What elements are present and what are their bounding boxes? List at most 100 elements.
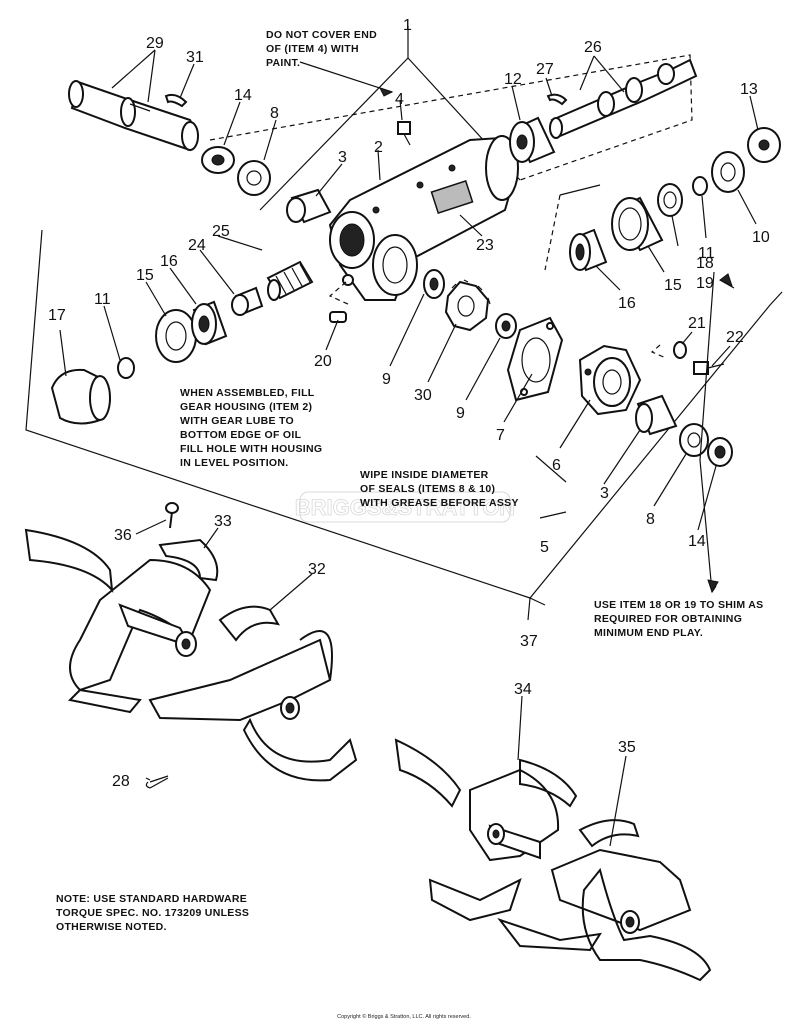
label-5: 5 xyxy=(540,539,549,556)
bearing-cone-item-16-left xyxy=(191,300,228,346)
seal-item-8-left xyxy=(237,160,271,196)
label-4: 4 xyxy=(395,91,404,108)
label-18: 18 xyxy=(696,255,714,272)
hairpin-item-28 xyxy=(145,775,169,789)
washer-item-13 xyxy=(747,127,781,163)
lock-washer-item-21 xyxy=(673,341,687,359)
label-6: 6 xyxy=(552,457,561,474)
label-21: 21 xyxy=(688,315,706,332)
note-torque: NOTE: USE STANDARD HARDWARE TORQUE SPEC.… xyxy=(56,893,249,933)
label-14b: 14 xyxy=(688,533,706,550)
spacer-item-24 xyxy=(231,286,264,316)
label-32: 32 xyxy=(308,561,326,578)
copyright: Copyright © Briggs & Stratton, LLC. All … xyxy=(337,1013,471,1020)
label-9a: 9 xyxy=(382,371,391,388)
label-3a: 3 xyxy=(338,149,347,166)
seal-item-14-left xyxy=(201,146,235,174)
tine-item-35 xyxy=(497,819,712,982)
note-shim-line-1: USE ITEM 18 OR 19 TO SHIM AS xyxy=(594,599,763,611)
note-wipe-line-2: OF SEALS (ITEMS 8 & 10) xyxy=(360,483,495,495)
note-shim-line-2: REQUIRED FOR OBTAINING xyxy=(594,613,742,625)
note-assembled: WHEN ASSEMBLED, FILL GEAR HOUSING (ITEM … xyxy=(180,387,322,469)
note-wipe-line-1: WIPE INSIDE DIAMETER xyxy=(360,469,489,481)
label-9b: 9 xyxy=(456,405,465,422)
label-35: 35 xyxy=(618,739,636,756)
watermark-text: BRIGGS&STRATTON xyxy=(295,495,515,520)
note-torque-line-3: OTHERWISE NOTED. xyxy=(56,921,167,933)
note-assembled-line-3: WITH GEAR LUBE TO xyxy=(180,415,294,427)
note-paint-line-2: OF (ITEM 4) WITH xyxy=(266,43,359,55)
bearing-item-12 xyxy=(509,116,556,164)
label-34: 34 xyxy=(514,681,532,698)
seal-item-10 xyxy=(711,151,745,193)
snap-ring-item-11-right xyxy=(692,176,708,196)
arrow-shim-bottom xyxy=(707,579,719,594)
note-shim: USE ITEM 18 OR 19 TO SHIM AS REQUIRED FO… xyxy=(594,599,763,639)
note-assembled-line-2: GEAR HOUSING (ITEM 2) xyxy=(180,401,312,413)
label-26: 26 xyxy=(584,39,602,56)
bearing-item-3-right xyxy=(635,394,678,436)
note-assembled-line-1: WHEN ASSEMBLED, FILL xyxy=(180,387,315,399)
label-17: 17 xyxy=(48,307,66,324)
label-37: 37 xyxy=(520,633,538,650)
label-31: 31 xyxy=(186,49,204,66)
shim-item-18 xyxy=(657,183,683,217)
center-parts xyxy=(423,269,733,467)
label-2: 2 xyxy=(374,139,383,156)
assembly-boundary xyxy=(25,26,783,621)
note-assembled-line-6: IN LEVEL POSITION. xyxy=(180,457,288,469)
snap-ring-item-11-left xyxy=(117,357,135,379)
label-27: 27 xyxy=(536,61,554,78)
label-10: 10 xyxy=(752,229,770,246)
label-16a: 16 xyxy=(160,253,178,270)
note-assembled-line-4: BOTTOM EDGE OF OIL xyxy=(180,429,302,441)
left-shaft-assembly xyxy=(68,80,332,224)
plug-item-4 xyxy=(397,121,411,146)
note-torque-line-1: NOTE: USE STANDARD HARDWARE xyxy=(56,893,247,905)
label-14a: 14 xyxy=(234,87,252,104)
label-15a: 15 xyxy=(136,267,154,284)
bearing-item-3 xyxy=(286,188,332,224)
worm-gear-item-25 xyxy=(266,260,314,301)
leader-lines xyxy=(59,49,759,847)
part-labels: 1 2 3 3 4 5 6 7 8 8 9 9 10 11 11 12 13 1… xyxy=(48,17,770,790)
label-15b: 15 xyxy=(664,277,682,294)
note-paint-line-1: DO NOT COVER END xyxy=(266,29,377,41)
label-30: 30 xyxy=(414,387,432,404)
label-29: 29 xyxy=(146,35,164,52)
bearing-cup-item-15-right xyxy=(611,196,664,252)
label-11a: 11 xyxy=(94,291,111,308)
note-shim-line-3: MINIMUM END PLAY. xyxy=(594,627,703,639)
note-torque-line-2: TORQUE SPEC. NO. 173209 UNLESS xyxy=(56,907,249,919)
seal-item-8-right xyxy=(679,423,709,457)
pin-item-36 xyxy=(165,502,179,529)
gasket-item-7 xyxy=(506,316,564,402)
bolt-item-22 xyxy=(693,361,725,375)
label-8b: 8 xyxy=(646,511,655,528)
label-19: 19 xyxy=(696,275,714,292)
tine-shaft-upper xyxy=(118,603,197,657)
label-3b: 3 xyxy=(600,485,609,502)
label-1: 1 xyxy=(403,17,412,34)
note-wipe: WIPE INSIDE DIAMETER OF SEALS (ITEMS 8 &… xyxy=(360,469,518,509)
tine-item-34 xyxy=(394,738,578,922)
right-shaft-assembly xyxy=(509,58,781,272)
label-25: 25 xyxy=(212,223,230,240)
tine-assembly-upper xyxy=(24,502,358,782)
note-assembled-line-5: FILL HOLE WITH HOUSING xyxy=(180,443,322,455)
tine-assembly-lower xyxy=(394,738,712,982)
key-item-31 xyxy=(164,93,188,108)
note-paint: DO NOT COVER END OF (ITEM 4) WITH PAINT. xyxy=(266,29,377,69)
shaft-item-29 xyxy=(68,80,200,152)
label-16b: 16 xyxy=(618,295,636,312)
bearing-cone-item-16-right xyxy=(569,228,608,272)
label-22: 22 xyxy=(726,329,744,346)
tine-item-32 xyxy=(148,605,358,782)
left-gear-assembly xyxy=(50,260,314,425)
note-paint-line-3: PAINT. xyxy=(266,57,300,69)
gear-housing-item-2 xyxy=(328,135,519,301)
cover-item-6 xyxy=(578,344,642,416)
label-12: 12 xyxy=(504,71,522,88)
tine-item-33 xyxy=(24,528,219,714)
